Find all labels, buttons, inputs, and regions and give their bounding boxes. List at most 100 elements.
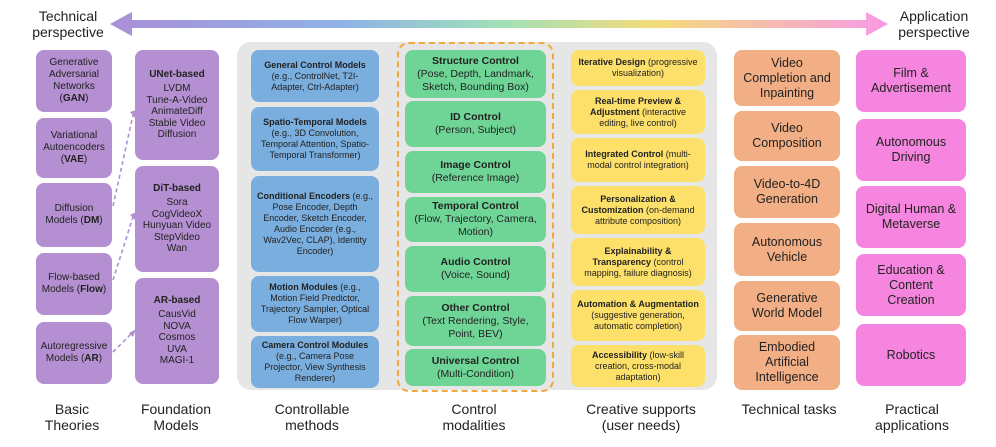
theory-abbr: DM <box>83 215 100 226</box>
theory-name: Autoregressive Models <box>40 341 108 364</box>
theory-abbr-bold: DM <box>84 215 100 226</box>
support-title: Automation & Augmentation <box>577 299 699 309</box>
foundation-model-item: Wan <box>166 243 188 255</box>
application-label: Robotics <box>886 347 936 362</box>
application-label: Digital Human & Metaverse <box>865 202 957 231</box>
support-text: Integrated Control (multi-modal control … <box>576 149 700 171</box>
method-box: Spatio-Temporal Models (e.g., 3D Convolu… <box>251 107 379 171</box>
application-perspective-header: Application perspective <box>898 8 970 40</box>
foundation-model-item: Sora <box>166 197 188 209</box>
support-text: Real-time Preview & Adjustment (interact… <box>576 96 700 129</box>
support-box: Accessibility (low-skill creation, cross… <box>571 345 705 387</box>
application-box: Autonomous Driving <box>856 119 966 181</box>
foundation-model-item: Hunyuan Video <box>142 220 212 232</box>
modality-box: Image Control(Reference Image) <box>405 151 546 193</box>
task-label: Embodied Artificial Intelligence <box>755 340 819 384</box>
modality-box: Temporal Control(Flow, Trajectory, Camer… <box>405 197 546 242</box>
support-text: Accessibility (low-skill creation, cross… <box>576 350 700 383</box>
column-label: Creative supports (user needs) <box>586 401 696 433</box>
application-box: Robotics <box>856 324 966 386</box>
modality-body: (Text Rendering, Style, Point, BEV) <box>422 314 529 340</box>
modality-title: Audio Control <box>440 256 511 268</box>
support-text: Automation & Augmentation (suggestive ge… <box>576 299 700 332</box>
modality-title: Image Control <box>440 159 511 171</box>
column-label: Controllable methods <box>274 401 350 433</box>
support-box: Explainability & Transparency (control m… <box>571 238 705 286</box>
theory-abbr-bold: AR <box>84 353 98 364</box>
foundation-model-item: NOVA <box>163 320 191 332</box>
task-label: Video Composition <box>752 121 822 150</box>
foundation-model-item: UVA <box>167 343 187 355</box>
modality-title: Other Control <box>441 301 510 314</box>
foundation-model-title: AR-based <box>153 295 201 307</box>
application-label: Autonomous Driving <box>875 135 947 164</box>
method-body: (e.g., Pose Encoder, Depth Encoder, Sket… <box>263 191 374 256</box>
application-label: Education & Content Creation <box>877 262 945 307</box>
method-text: Spatio-Temporal Models (e.g., 3D Convolu… <box>256 117 374 161</box>
theory-name: Flow-based Models <box>41 272 100 295</box>
modality-box: Universal Control(Multi-Condition) <box>405 349 546 386</box>
theory-abbr: AR <box>84 353 99 364</box>
foundation-model-item: Diffusion <box>157 129 197 141</box>
support-title: Personalization & Customization <box>581 193 676 215</box>
support-text: Explainability & Transparency (control m… <box>576 246 700 279</box>
method-title: General Control Models <box>264 59 366 70</box>
arrowhead-unet <box>130 110 136 118</box>
support-body: (progressive visualization) <box>611 57 698 78</box>
foundation-model-item: CogVideoX <box>151 208 203 220</box>
support-title: Real-time Preview & Adjustment <box>589 95 682 117</box>
support-box: Iterative Design (progressive visualizat… <box>571 50 705 86</box>
theory-label: Autoregressive Models (AR) <box>40 341 108 364</box>
support-body: (low-skill creation, cross-modal adaptat… <box>594 349 685 382</box>
support-body: (suggestive generation, automatic comple… <box>591 310 685 331</box>
method-box: Conditional Encoders (e.g., Pose Encoder… <box>251 176 379 272</box>
column-label: Technical tasks <box>741 401 837 417</box>
arrowhead-ar <box>129 329 136 337</box>
column-label: Practical applications <box>875 401 949 433</box>
method-text: Conditional Encoders (e.g., Pose Encoder… <box>256 191 374 257</box>
foundation-model-item: Stable Video <box>148 117 206 129</box>
connector-dm-unet <box>112 114 134 207</box>
modality-box: Audio Control(Voice, Sound) <box>405 246 546 292</box>
modalities-dashed-frame <box>397 42 554 392</box>
task-label: Autonomous Vehicle <box>751 234 823 264</box>
theory-label: Generative Adversarial Networks (GAN) <box>48 57 100 104</box>
modality-box: ID Control(Person, Subject) <box>405 101 546 147</box>
application-box: Film & Advertisement <box>856 50 966 112</box>
method-title: Camera Control Modules <box>261 340 369 350</box>
theory-label: Diffusion Models (DM) <box>45 203 103 226</box>
foundation-model-item: StepVideo <box>154 231 200 243</box>
theory-abbr: GAN <box>62 93 86 104</box>
method-body: (e.g., Motion Field Predictor, Trajector… <box>260 282 370 325</box>
application-box: Education & Content Creation <box>856 254 966 316</box>
theory-abbr-bold: Flow <box>80 284 103 295</box>
support-body: (interactive editing, live control) <box>599 106 687 128</box>
support-title: Iterative Design <box>578 57 646 67</box>
modality-body: (Person, Subject) <box>434 124 517 136</box>
theory-box: Flow-based Models (Flow) <box>36 253 112 315</box>
theory-box: Generative Adversarial Networks (GAN) <box>36 50 112 112</box>
support-body: (multi-modal control integration) <box>587 149 691 170</box>
method-box: Motion Modules (e.g., Motion Field Predi… <box>251 276 379 332</box>
support-text: Personalization & Customization (on-dema… <box>576 194 700 227</box>
foundation-model-title: DiT-based <box>153 183 201 195</box>
method-title: Conditional Encoders <box>256 191 350 201</box>
foundation-model-title: UNet-based <box>149 69 205 81</box>
foundation-model-item: Tune-A-Video <box>146 94 208 106</box>
theory-name: Diffusion Models <box>45 203 94 226</box>
modality-title: Temporal Control <box>432 200 519 212</box>
application-box: Digital Human & Metaverse <box>856 186 966 248</box>
modality-box: Other Control(Text Rendering, Style, Poi… <box>405 296 546 346</box>
support-box: Automation & Augmentation (suggestive ge… <box>571 290 705 341</box>
theory-name: Variational Autoencoders <box>43 130 105 153</box>
modality-title: Universal Control <box>431 354 520 367</box>
application-label: Film & Advertisement <box>871 66 951 95</box>
support-title: Explainability & Transparency <box>592 245 672 267</box>
task-box: Generative World Model <box>734 281 840 331</box>
theory-box: Diffusion Models (DM) <box>36 183 112 247</box>
method-text: Motion Modules (e.g., Motion Field Predi… <box>256 282 374 326</box>
method-title: Motion Modules <box>269 282 338 292</box>
method-body: (e.g., 3D Convolution, Temporal Attentio… <box>260 128 370 160</box>
